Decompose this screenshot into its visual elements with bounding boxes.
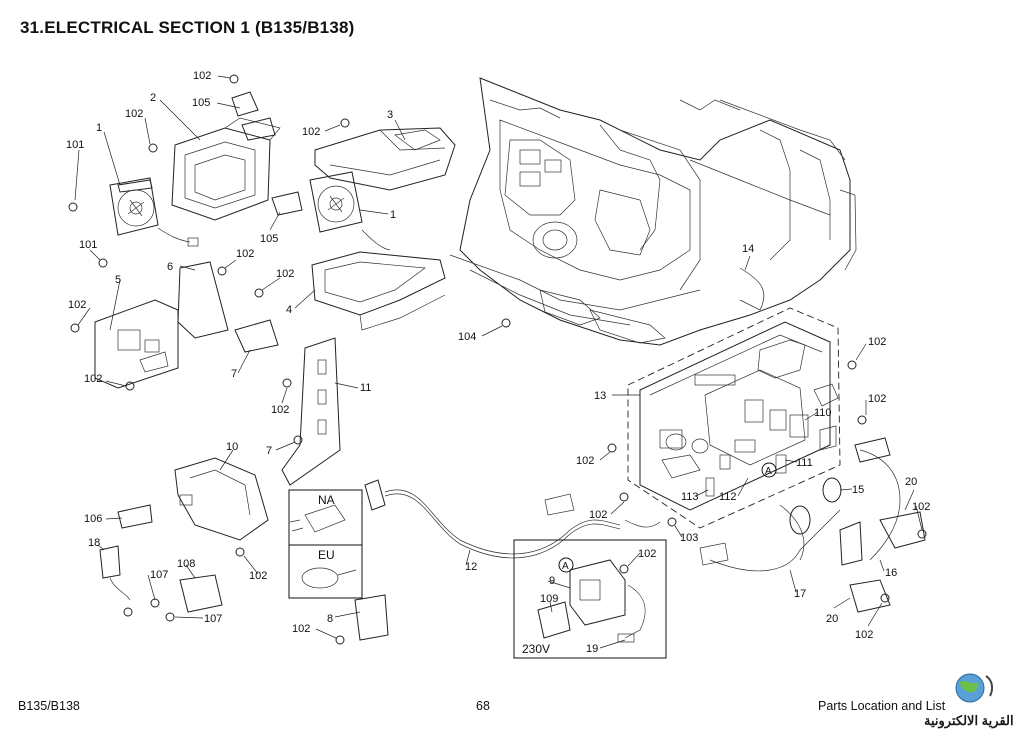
plug-eu-label: EU — [318, 548, 335, 562]
footer-model: B135/B138 — [18, 699, 80, 713]
callout-label: 102 — [912, 501, 930, 513]
switch-inset — [513, 539, 667, 659]
callout-label: 106 — [84, 513, 102, 525]
callout-label: 5 — [115, 274, 121, 286]
callout-label: 17 — [794, 588, 806, 600]
duct-4-drawing — [311, 251, 446, 331]
callout-label: 113 — [681, 491, 699, 503]
footer-section: Parts Location and List — [818, 699, 946, 713]
psu-dashed-region — [627, 307, 841, 529]
callout-label: 102 — [868, 336, 886, 348]
callout-label: 12 — [465, 561, 477, 573]
marker-a-psu-label: A — [765, 466, 772, 477]
callout-label: 103 — [680, 532, 698, 544]
callout-label: 102 — [125, 108, 143, 120]
fan-left-drawing — [109, 177, 199, 247]
callout-label: 101 — [79, 239, 97, 251]
callout-label: 7 — [231, 368, 237, 380]
callout-label: 18 — [88, 537, 100, 549]
callout-label: 110 — [814, 407, 832, 419]
callout-label: 102 — [638, 548, 656, 560]
callout-label: 102 — [236, 248, 254, 260]
callout-label: 107 — [204, 613, 222, 625]
callout-label: 102 — [271, 404, 289, 416]
callout-label: 102 — [84, 373, 102, 385]
callout-label: 14 — [742, 243, 754, 255]
callout-label: 109 — [540, 593, 558, 605]
callout-label: 2 — [150, 92, 156, 104]
marker-a-inset — [558, 557, 574, 573]
callout-label: 6 — [167, 261, 173, 273]
callout-label: 1 — [96, 122, 102, 134]
callout-labels: 102 2 105 102 1 101 102 3 1 105 101 6 10… — [66, 70, 930, 655]
voltage-label: 230V — [522, 642, 550, 656]
callout-label: 16 — [885, 567, 897, 579]
screw-icons — [68, 74, 927, 645]
callout-label: 102 — [868, 393, 886, 405]
footer-page-number: 68 — [476, 699, 490, 713]
harness-right-drawing — [544, 267, 926, 613]
main-frame-drawing — [449, 77, 857, 346]
callout-label: 11 — [360, 382, 371, 394]
callout-label: 7 — [266, 445, 272, 457]
callout-label: 19 — [586, 643, 598, 655]
watermark-logo-icon — [955, 673, 994, 703]
callout-label: 102 — [249, 570, 267, 582]
callout-label: 3 — [387, 109, 393, 121]
callout-label: 102 — [68, 299, 86, 311]
duct-2-drawing — [171, 117, 281, 221]
callout-label: 102 — [276, 268, 294, 280]
callout-label: 108 — [177, 558, 195, 570]
watermark-text: القرية الالكترونية — [924, 713, 1014, 728]
callout-label: 4 — [286, 304, 292, 316]
callout-label: 20 — [826, 613, 838, 625]
leader-lines — [74, 75, 923, 649]
callout-label: 13 — [594, 390, 606, 402]
callout-label: 102 — [193, 70, 211, 82]
callout-label: 9 — [549, 575, 555, 587]
callout-label: 20 — [905, 476, 917, 488]
callout-label: 102 — [855, 629, 873, 641]
callout-label: 102 — [302, 126, 320, 138]
callout-label: 105 — [192, 97, 210, 109]
callout-label: 111 — [796, 457, 813, 469]
pcb-5-drawing — [94, 299, 179, 389]
fan-center-drawing — [309, 171, 391, 251]
bracket-10-drawing — [99, 457, 269, 613]
callout-label: 15 — [852, 484, 864, 496]
callout-label: 102 — [589, 509, 607, 521]
callout-label: 102 — [576, 455, 594, 467]
callout-label: 112 — [719, 491, 737, 503]
callout-label: 102 — [292, 623, 310, 635]
callout-label: 10 — [226, 441, 238, 453]
callout-label: 107 — [150, 569, 168, 581]
callout-label: 105 — [260, 233, 278, 245]
callout-label: 1 — [390, 209, 396, 221]
callout-label: 8 — [327, 613, 333, 625]
page-title: 31.ELECTRICAL SECTION 1 (B135/B138) — [20, 18, 355, 37]
marker-a-inset-label: A — [562, 561, 569, 572]
plug-inset — [288, 489, 363, 599]
callout-label: 101 — [66, 139, 84, 151]
plug-na-label: NA — [318, 493, 335, 507]
power-cord-drawing — [354, 479, 621, 641]
callout-label: 104 — [458, 331, 476, 343]
marker-a-psu — [761, 462, 777, 478]
duct-3-drawing — [314, 127, 456, 191]
